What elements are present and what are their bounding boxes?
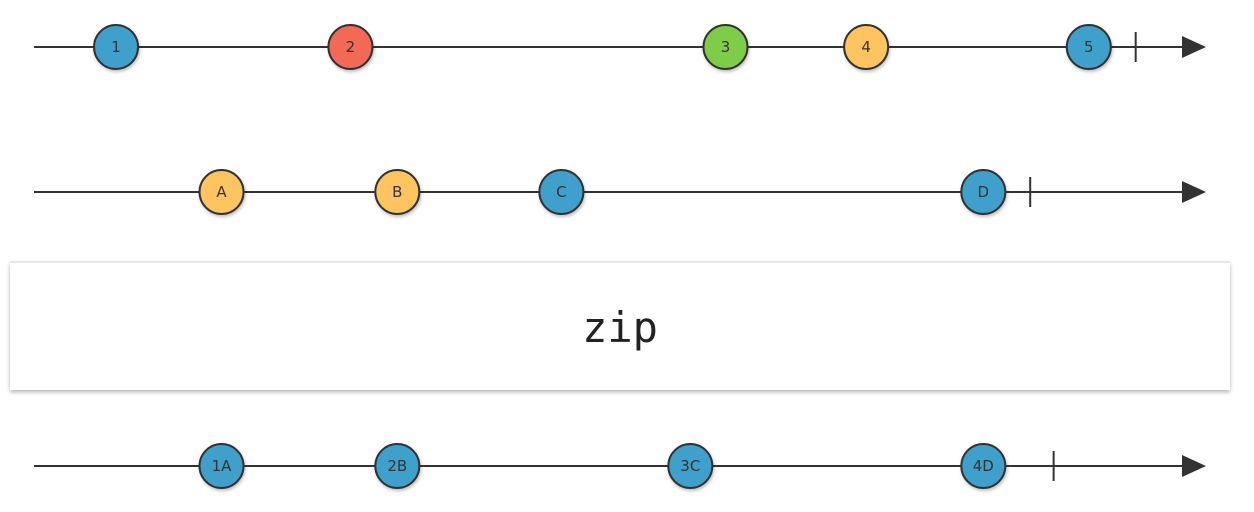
marble-5: 5 — [1065, 24, 1112, 70]
marble-B: B — [374, 169, 421, 215]
timeline-arrow — [1182, 455, 1206, 477]
timeline-source-numbers: 1 2 3 4 5 — [34, 24, 1206, 70]
marble-label: 3C — [680, 457, 700, 475]
marble-4: 4 — [843, 24, 890, 70]
marble-A: A — [198, 169, 245, 215]
marble-label: D — [978, 183, 990, 201]
marble-label: 1 — [111, 38, 121, 56]
marble-circle — [198, 169, 245, 215]
marble-3: 3 — [702, 24, 749, 70]
marble-label: 2 — [346, 38, 356, 56]
marble-label: C — [556, 183, 566, 201]
marble-circle — [960, 169, 1007, 215]
marble-4D: 4D — [960, 443, 1007, 489]
timeline-arrow — [1182, 36, 1206, 58]
marble-label: 5 — [1084, 38, 1094, 56]
timeline-result-zipped: 1A 2B 3C 4D — [34, 443, 1206, 489]
marble-2: 2 — [327, 24, 374, 70]
operator-name: zip — [582, 303, 658, 352]
marble-circle — [843, 24, 890, 70]
marble-circle — [702, 24, 749, 70]
marble-1A: 1A — [198, 443, 245, 489]
marble-label: B — [392, 183, 402, 201]
marble-circle — [327, 24, 374, 70]
marble-label: 2B — [387, 457, 407, 475]
operator-box: zip — [10, 261, 1230, 390]
marble-circle — [667, 443, 714, 489]
marble-circle — [198, 443, 245, 489]
marble-circle — [93, 24, 140, 70]
marble-circle — [374, 169, 421, 215]
marble-circle — [960, 443, 1007, 489]
marble-label: 4D — [973, 457, 994, 475]
marble-D: D — [960, 169, 1007, 215]
marble-label: 1A — [212, 457, 233, 475]
marble-label: 4 — [861, 38, 871, 56]
marble-circle — [1065, 24, 1112, 70]
timelines: 1 2 3 4 5A B C D 1A 2B 3C 4D — [34, 24, 1206, 489]
marble-label: 3 — [721, 38, 731, 56]
marble-2B: 2B — [374, 443, 421, 489]
marble-3C: 3C — [667, 443, 714, 489]
marble-circle — [538, 169, 585, 215]
marble-circle — [374, 443, 421, 489]
timeline-source-letters: A B C D — [34, 169, 1206, 215]
timeline-arrow — [1182, 181, 1206, 203]
marble-label: A — [216, 183, 227, 201]
marble-C: C — [538, 169, 585, 215]
marble-1: 1 — [93, 24, 140, 70]
